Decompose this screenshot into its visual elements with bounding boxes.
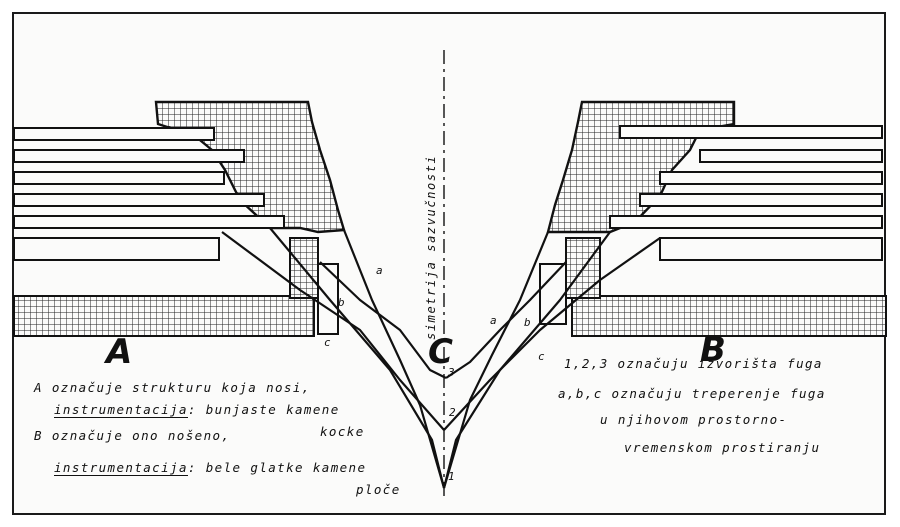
note-b-line3: ploče <box>356 482 401 497</box>
note-b-line2: instrumentacija: bele glatke kamene <box>54 460 367 476</box>
note-a-instrumentacija: instrumentacija <box>54 402 188 418</box>
note-right-line1: 1,2,3 označuju izvorišta fuga <box>564 356 823 371</box>
note-a-line2: instrumentacija: bunjaste kamene <box>54 402 340 418</box>
note-b-instrumentacija: instrumentacija <box>54 460 188 476</box>
fugue-line-c-right <box>443 237 661 431</box>
note-right-line2: a,b,c označuju treperenje fuga <box>558 386 826 401</box>
note-a-line2-rest: : bunjaste kamene <box>187 402 340 417</box>
line-label-b-left: b <box>338 296 345 309</box>
note-right-line4: vremenskom prostiranju <box>624 440 821 455</box>
fugue-lines <box>221 227 661 489</box>
structure-right <box>539 100 887 337</box>
note-a-line3: kocke <box>320 424 365 439</box>
label-A: A <box>106 332 133 372</box>
label-B: B <box>700 330 726 370</box>
note-right-line3: u njihovom prostorno- <box>600 412 788 427</box>
fugue-line-c-left <box>221 231 445 431</box>
symmetry-axis-label: simetrija sazvučnosti <box>424 154 438 340</box>
diagram-frame <box>12 12 886 515</box>
line-label-a-right: a <box>490 314 497 327</box>
point-label-1: 1 <box>448 470 455 483</box>
note-b-line2-rest: : bele glatke kamene <box>187 460 367 475</box>
fugue-line-a-right <box>442 231 550 489</box>
line-label-b-right: b <box>524 316 531 329</box>
label-C: C <box>428 332 453 372</box>
line-label-c-left: c <box>324 336 331 349</box>
note-b-line1: B označuje ono nošeno, <box>34 428 231 443</box>
right-bottom-grid-block <box>571 295 887 337</box>
line-label-c-right: c <box>538 350 545 363</box>
point-label-2: 2 <box>449 406 456 419</box>
fugue-line-b-right <box>445 261 567 379</box>
left-bottom-grid-block <box>13 295 315 337</box>
structure-left <box>13 100 346 337</box>
note-a-line1: A označuje strukturu koja nosi, <box>34 380 311 395</box>
right-top-grid-mass <box>546 100 736 234</box>
left-top-grid-mass <box>154 100 346 234</box>
point-label-3: 3 <box>448 366 455 379</box>
fugue-line-b-left <box>319 261 447 379</box>
line-label-a-left: a <box>376 264 383 277</box>
